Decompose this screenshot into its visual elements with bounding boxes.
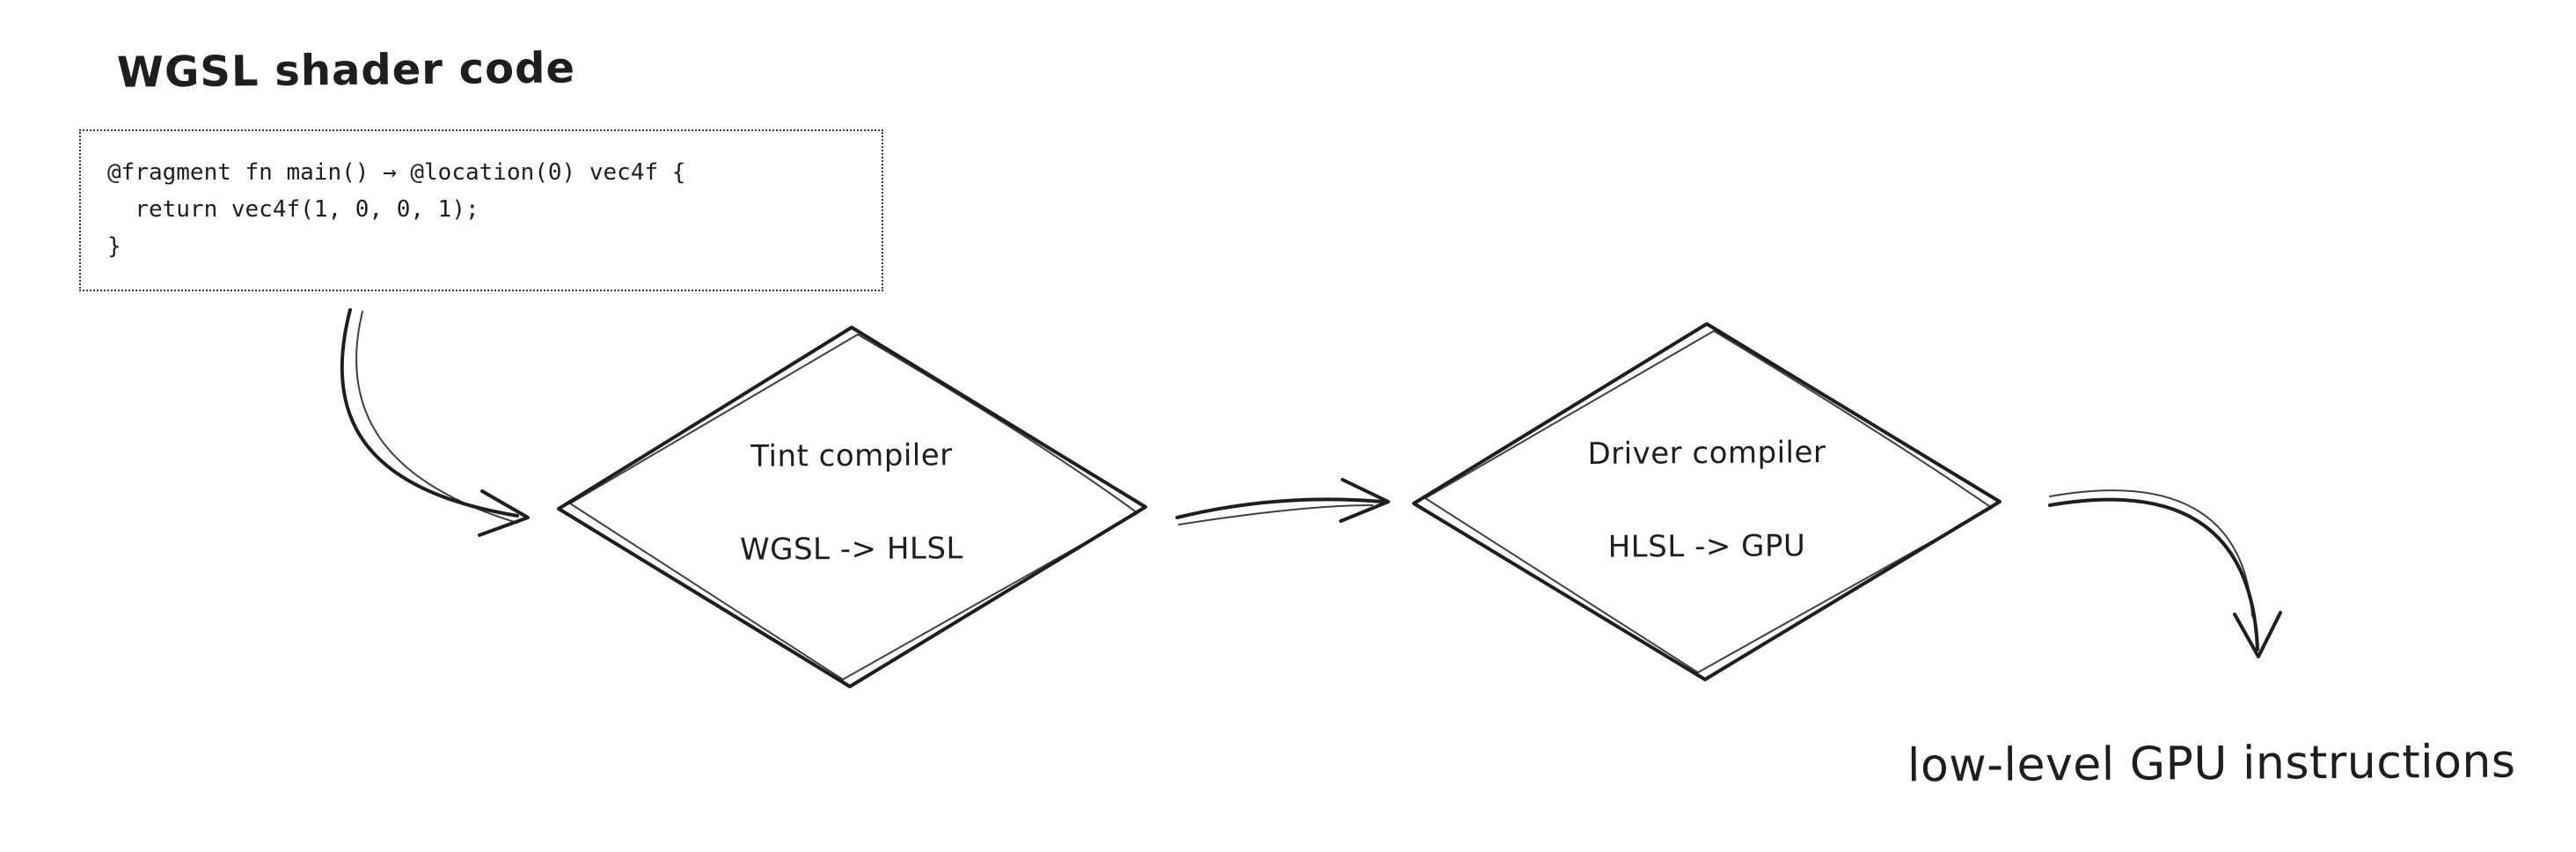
code-line-1: @fragment fn main() → @location(0) vec4f… bbox=[107, 159, 686, 186]
tint-compiler-diamond bbox=[557, 326, 1147, 688]
node-title: Driver compiler bbox=[1587, 435, 1826, 472]
arrow-tint-to-driver-icon bbox=[1175, 478, 1390, 525]
node-subtitle: WGSL -> HLSL bbox=[739, 531, 964, 568]
arrow-code-to-tint-icon bbox=[340, 308, 530, 537]
arrow-driver-to-output-icon bbox=[2048, 489, 2282, 658]
node-tint-compiler: Tint compiler WGSL -> HLSL bbox=[623, 437, 1080, 568]
node-title: Tint compiler bbox=[750, 437, 953, 474]
node-driver-compiler: Driver compiler HLSL -> GPU bbox=[1478, 435, 1936, 565]
output-label: low-level GPU instructions bbox=[1906, 735, 2516, 793]
code-block: @fragment fn main() → @location(0) vec4f… bbox=[79, 129, 883, 291]
source-label: WGSL shader code bbox=[116, 43, 576, 98]
code-line-3: } bbox=[107, 233, 121, 260]
code-line-2: return vec4f(1, 0, 0, 1); bbox=[107, 196, 479, 223]
driver-compiler-diamond bbox=[1412, 322, 2002, 681]
node-subtitle: HLSL -> GPU bbox=[1607, 528, 1806, 565]
